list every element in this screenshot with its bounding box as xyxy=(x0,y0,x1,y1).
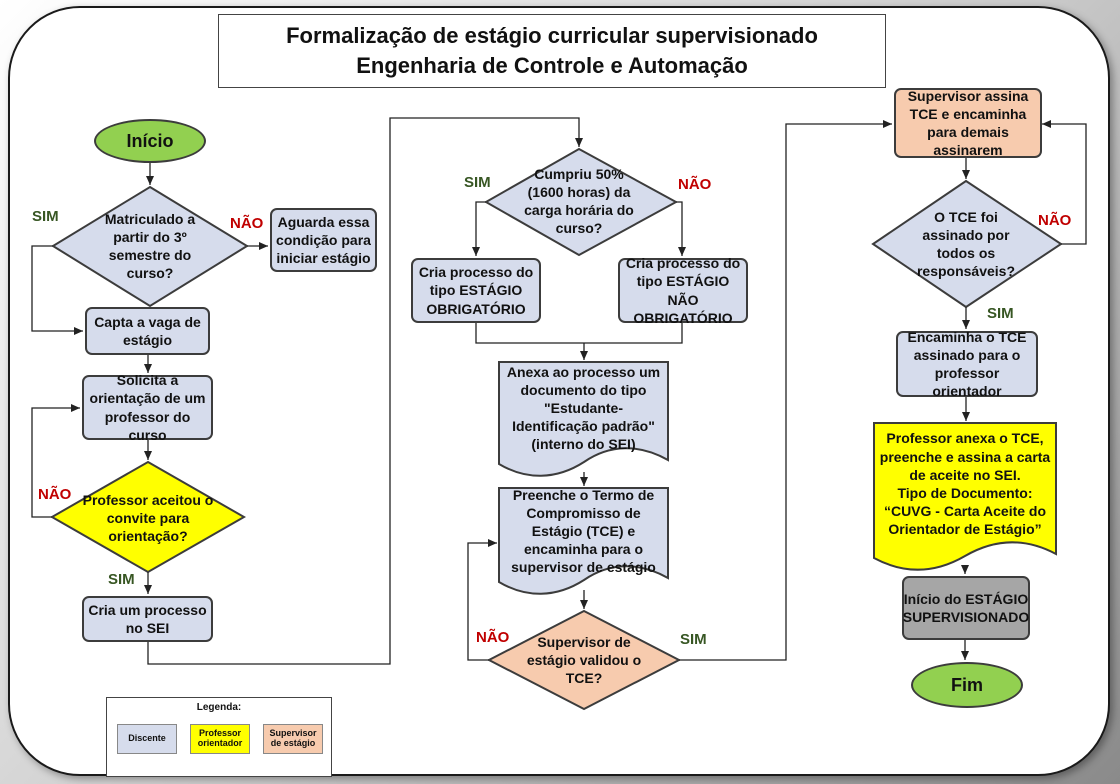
legend-professor: Professor orientador xyxy=(190,724,250,754)
legend-discente: Discente xyxy=(117,724,177,754)
connector-cumpriu-obrig xyxy=(472,201,486,256)
label-sim-tce-assinado: SIM xyxy=(987,305,1014,322)
label-sim-supervisor-validou: SIM xyxy=(680,631,707,648)
step-supervisor-assina: Supervisor assina TCE e encaminha para d… xyxy=(894,88,1042,158)
professor-anexa-line2: Tipo de Documento: xyxy=(897,485,1033,501)
step-cria-estagio-obrigatorio: Cria processo do tipo ESTÁGIO OBRIGATÓRI… xyxy=(411,258,541,323)
step-aguarda: Aguarda essa condição para iniciar estág… xyxy=(270,208,377,272)
label-nao-supervisor-validou: NÃO xyxy=(476,629,510,646)
document-preenche-shape xyxy=(498,487,669,595)
step-capta-vaga: Capta a vaga de estágio xyxy=(85,307,210,355)
document-professor-anexa-text: Professor anexa o TCE, preenche e assina… xyxy=(878,426,1052,542)
connector-tce-assinado-loop xyxy=(1042,120,1087,245)
step-cria-processo-sei: Cria um processo no SEI xyxy=(82,596,213,642)
connector-matriculado-capta xyxy=(31,245,83,335)
title-line2: Engenharia de Controle e Automação xyxy=(356,53,748,78)
step-encaminha-tce: Encaminha o TCE assinado para o professo… xyxy=(896,329,1038,399)
document-professor-anexa-shape xyxy=(873,422,1057,571)
professor-anexa-line1: Professor anexa o TCE, preenche e assina… xyxy=(879,430,1051,483)
label-nao-cumpriu: NÃO xyxy=(678,176,712,193)
document-preenche-text: Preenche o Termo de Compromisso de Estág… xyxy=(511,486,656,576)
connector-aceitou-solicita xyxy=(31,404,80,518)
connector-validou-preenche xyxy=(467,539,497,661)
professor-anexa-line3: “CUVG - Carta Aceite do Orientador de Es… xyxy=(883,503,1047,538)
label-sim-professor-aceitou: SIM xyxy=(108,571,135,588)
decision-tce-assinado-text: O TCE foi assinado por todos os responsá… xyxy=(916,208,1016,280)
label-sim-cumpriu: SIM xyxy=(464,174,491,191)
step-inicio-estagio-supervisionado: Início do ESTÁGIO SUPERVISIONADO xyxy=(902,576,1030,640)
decision-supervisor-validou-text: Supervisor de estágio validou o TCE? xyxy=(526,633,642,687)
decision-matriculado-text: Matriculado a partir do 3º semestre do c… xyxy=(104,210,196,282)
document-anexa-text: Anexa ao processo um documento do tipo "… xyxy=(506,363,661,453)
connector-cria-sei-cumpriu xyxy=(147,117,583,665)
end-terminal: Fim xyxy=(911,662,1023,708)
label-nao-professor-aceitou: NÃO xyxy=(38,486,72,503)
decision-professor-aceitou-text: Professor aceitou o convite para orienta… xyxy=(82,491,214,545)
start-terminal: Início xyxy=(94,119,206,163)
connector-obrig-merge xyxy=(475,323,683,344)
decision-supervisor-validou-shape xyxy=(486,609,682,711)
legend-supervisor: Supervisor de estágio xyxy=(263,724,323,754)
decision-matriculado-shape xyxy=(51,185,249,308)
document-anexa-shape xyxy=(498,361,669,477)
connector-cumpriu-nao-obrig xyxy=(676,201,686,256)
connector-validou-supervisor-assina xyxy=(679,120,892,661)
decision-cumpriu-shape xyxy=(483,147,679,257)
step-solicita-orientacao: Solicita a orientação de um professor do… xyxy=(82,372,213,443)
title-box: Formalização de estágio curricular super… xyxy=(218,14,886,88)
legend-title: Legenda: xyxy=(196,702,242,713)
label-nao-matriculado: NÃO xyxy=(230,215,264,232)
label-sim-matriculado: SIM xyxy=(32,208,59,225)
title-line1: Formalização de estágio curricular super… xyxy=(286,23,818,49)
legend: Legenda: Discente Professor orientador S… xyxy=(106,697,332,777)
decision-cumpriu-text: Cumpriu 50% (1600 horas) da carga horári… xyxy=(524,165,634,237)
label-nao-tce-assinado: NÃO xyxy=(1038,212,1072,229)
step-cria-estagio-nao-obrigatorio: Cria processo do tipo ESTÁGIO NÃO OBRIGA… xyxy=(618,255,748,326)
